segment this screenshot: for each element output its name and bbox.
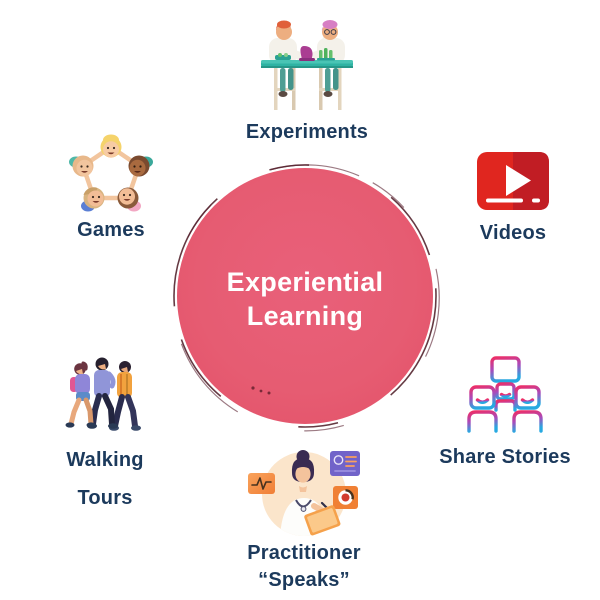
node-videos: Videos <box>470 152 556 245</box>
youtube-play-icon <box>477 152 549 210</box>
people-sharing-stories-icon <box>467 356 543 433</box>
center-title-line2: Learning <box>246 301 364 331</box>
share-stories-label: Share Stories <box>439 446 571 468</box>
practitioner-label-line1: Practitioner <box>247 542 361 564</box>
lab-experiments-illustration <box>261 20 353 110</box>
doctor-practitioner-illustration <box>248 450 360 536</box>
practitioner-label-line2: “Speaks” <box>258 569 350 591</box>
walking-tours-label-line1: Walking <box>66 449 144 471</box>
videos-label: Videos <box>479 222 547 244</box>
experiments-label: Experiments <box>245 121 369 143</box>
walking-people-illustration <box>65 357 141 431</box>
node-games: Games <box>58 132 164 242</box>
games-label: Games <box>77 219 145 241</box>
node-experiments: Experiments <box>243 20 371 144</box>
node-practitioner-speaks: Practitioner “Speaks” <box>238 446 370 592</box>
node-walking-tours: Walking Tours <box>52 354 158 510</box>
pink-brush-circle <box>172 164 440 432</box>
kids-circle-game-illustration <box>69 134 153 212</box>
center-circle: Experiential Learning <box>172 164 440 432</box>
node-share-stories: Share Stories <box>439 356 571 469</box>
center-title: Experiential Learning <box>177 168 433 424</box>
center-title-line1: Experiential <box>226 267 384 297</box>
walking-tours-label-line2: Tours <box>77 487 133 509</box>
